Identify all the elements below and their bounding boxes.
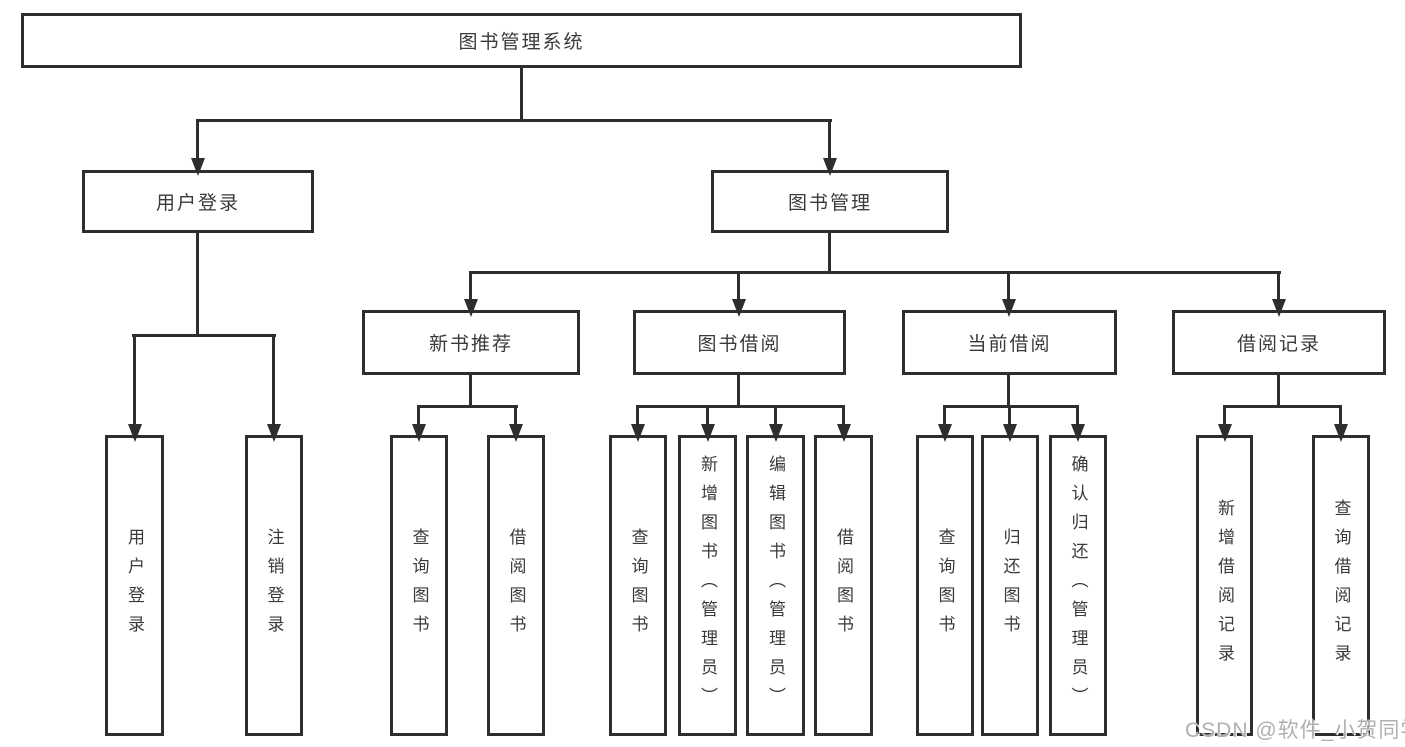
arrowhead-icon [823,158,837,176]
leaf-borrowing-query-books: 查询图书 [609,435,667,736]
arrowhead-icon [631,424,645,442]
connector-to-leaf [943,405,946,424]
leaf-recommend-borrow-books: 借阅图书 [487,435,545,736]
connector-user-login-stub [196,233,199,337]
leaf-records-query-record: 查询借阅记录 [1312,435,1370,736]
leaf-borrowing-borrow-books-label: 借阅图书 [834,527,853,644]
arrowhead-icon [464,299,478,317]
arrowhead-icon [267,424,281,442]
arrowhead-icon [837,424,851,442]
leaf-current-confirm-return-admin-label: 确认归还（管理员） [1068,455,1088,716]
arrowhead-icon [1071,424,1085,442]
leaf-current-query-books-label: 查询图书 [935,527,955,644]
connector-to-node [469,271,472,299]
connector-to-node [1277,271,1280,299]
connector-to-leaf [636,405,639,424]
connector-to-leaf [842,405,845,424]
connector-current-stub [1007,375,1010,407]
connector-to-user-login [196,119,199,158]
connector-recommend-hline [418,405,518,408]
leaf-current-return-books-label: 归还图书 [1000,527,1020,644]
connector-book-mgmt-hline [469,271,1281,274]
leaf-current-return-books: 归还图书 [981,435,1039,736]
node-book-borrowing: 图书借阅 [633,310,846,375]
connector-to-leaf [1076,405,1079,424]
connector-borrowing-hline [637,405,844,408]
arrowhead-icon [412,424,426,442]
arrowhead-icon [191,158,205,176]
arrowhead-icon [938,424,952,442]
arrowhead-icon [701,424,715,442]
leaf-recommend-borrow-books-label: 借阅图书 [506,527,526,644]
arrowhead-icon [769,424,783,442]
connector-user-login-hline [132,334,276,337]
leaf-recommend-query-books: 查询图书 [390,435,448,736]
leaf-records-add-record-label: 新增借阅记录 [1215,498,1234,673]
leaf-borrowing-edit-books-admin-label: 编辑图书（管理员） [766,455,785,716]
connector-root-stub [520,68,523,122]
leaf-recommend-query-books-label: 查询图书 [409,527,429,644]
connector-to-leaf [417,405,420,424]
connector-recommend-stub [469,375,472,407]
connector-root-hline [196,119,832,122]
arrowhead-icon [1218,424,1232,442]
leaf-records-query-record-label: 查询借阅记录 [1331,498,1351,673]
connector-to-leaf [1008,405,1011,424]
connector-records-hline [1223,405,1342,408]
connector-to-leaf [133,334,136,424]
leaf-records-add-record: 新增借阅记录 [1196,435,1253,736]
node-user-login-branch: 用户登录 [82,170,314,233]
connector-to-leaf [1223,405,1226,424]
node-book-management: 图书管理 [711,170,949,233]
connector-borrowing-stub [737,375,740,407]
arrowhead-icon [1002,299,1016,317]
leaf-logout-label: 注销登录 [264,527,284,644]
leaf-user-login: 用户登录 [105,435,164,736]
connector-to-leaf [706,405,709,424]
arrowhead-icon [509,424,523,442]
arrowhead-icon [732,299,746,317]
connector-to-node [737,271,740,299]
arrowhead-icon [1334,424,1348,442]
arrowhead-icon [1272,299,1286,317]
connector-records-stub [1277,375,1280,407]
connector-book-mgmt-stub [828,233,831,274]
leaf-current-confirm-return-admin: 确认归还（管理员） [1049,435,1107,736]
node-borrowing-records: 借阅记录 [1172,310,1386,375]
leaf-logout: 注销登录 [245,435,303,736]
connector-to-leaf [272,334,275,424]
connector-to-leaf [1339,405,1342,424]
connector-current-hline [944,405,1079,408]
connector-to-book-management [828,119,831,158]
node-new-book-recommend: 新书推荐 [362,310,580,375]
leaf-user-login-label: 用户登录 [125,527,144,644]
leaf-borrowing-borrow-books: 借阅图书 [814,435,873,736]
arrowhead-icon [128,424,142,442]
leaf-borrowing-query-books-label: 查询图书 [628,527,648,644]
connector-to-node [1007,271,1010,299]
watermark-text: CSDN @软件_小贺同学 [1185,719,1405,742]
connector-to-leaf [514,405,517,424]
arrowhead-icon [1003,424,1017,442]
node-library-management-system: 图书管理系统 [21,13,1022,68]
leaf-current-query-books: 查询图书 [916,435,974,736]
leaf-borrowing-edit-books-admin: 编辑图书（管理员） [746,435,805,736]
node-current-borrowing: 当前借阅 [902,310,1117,375]
leaf-borrowing-add-books-admin-label: 新增图书（管理员） [698,455,717,716]
connector-to-leaf [774,405,777,424]
leaf-borrowing-add-books-admin: 新增图书（管理员） [678,435,737,736]
